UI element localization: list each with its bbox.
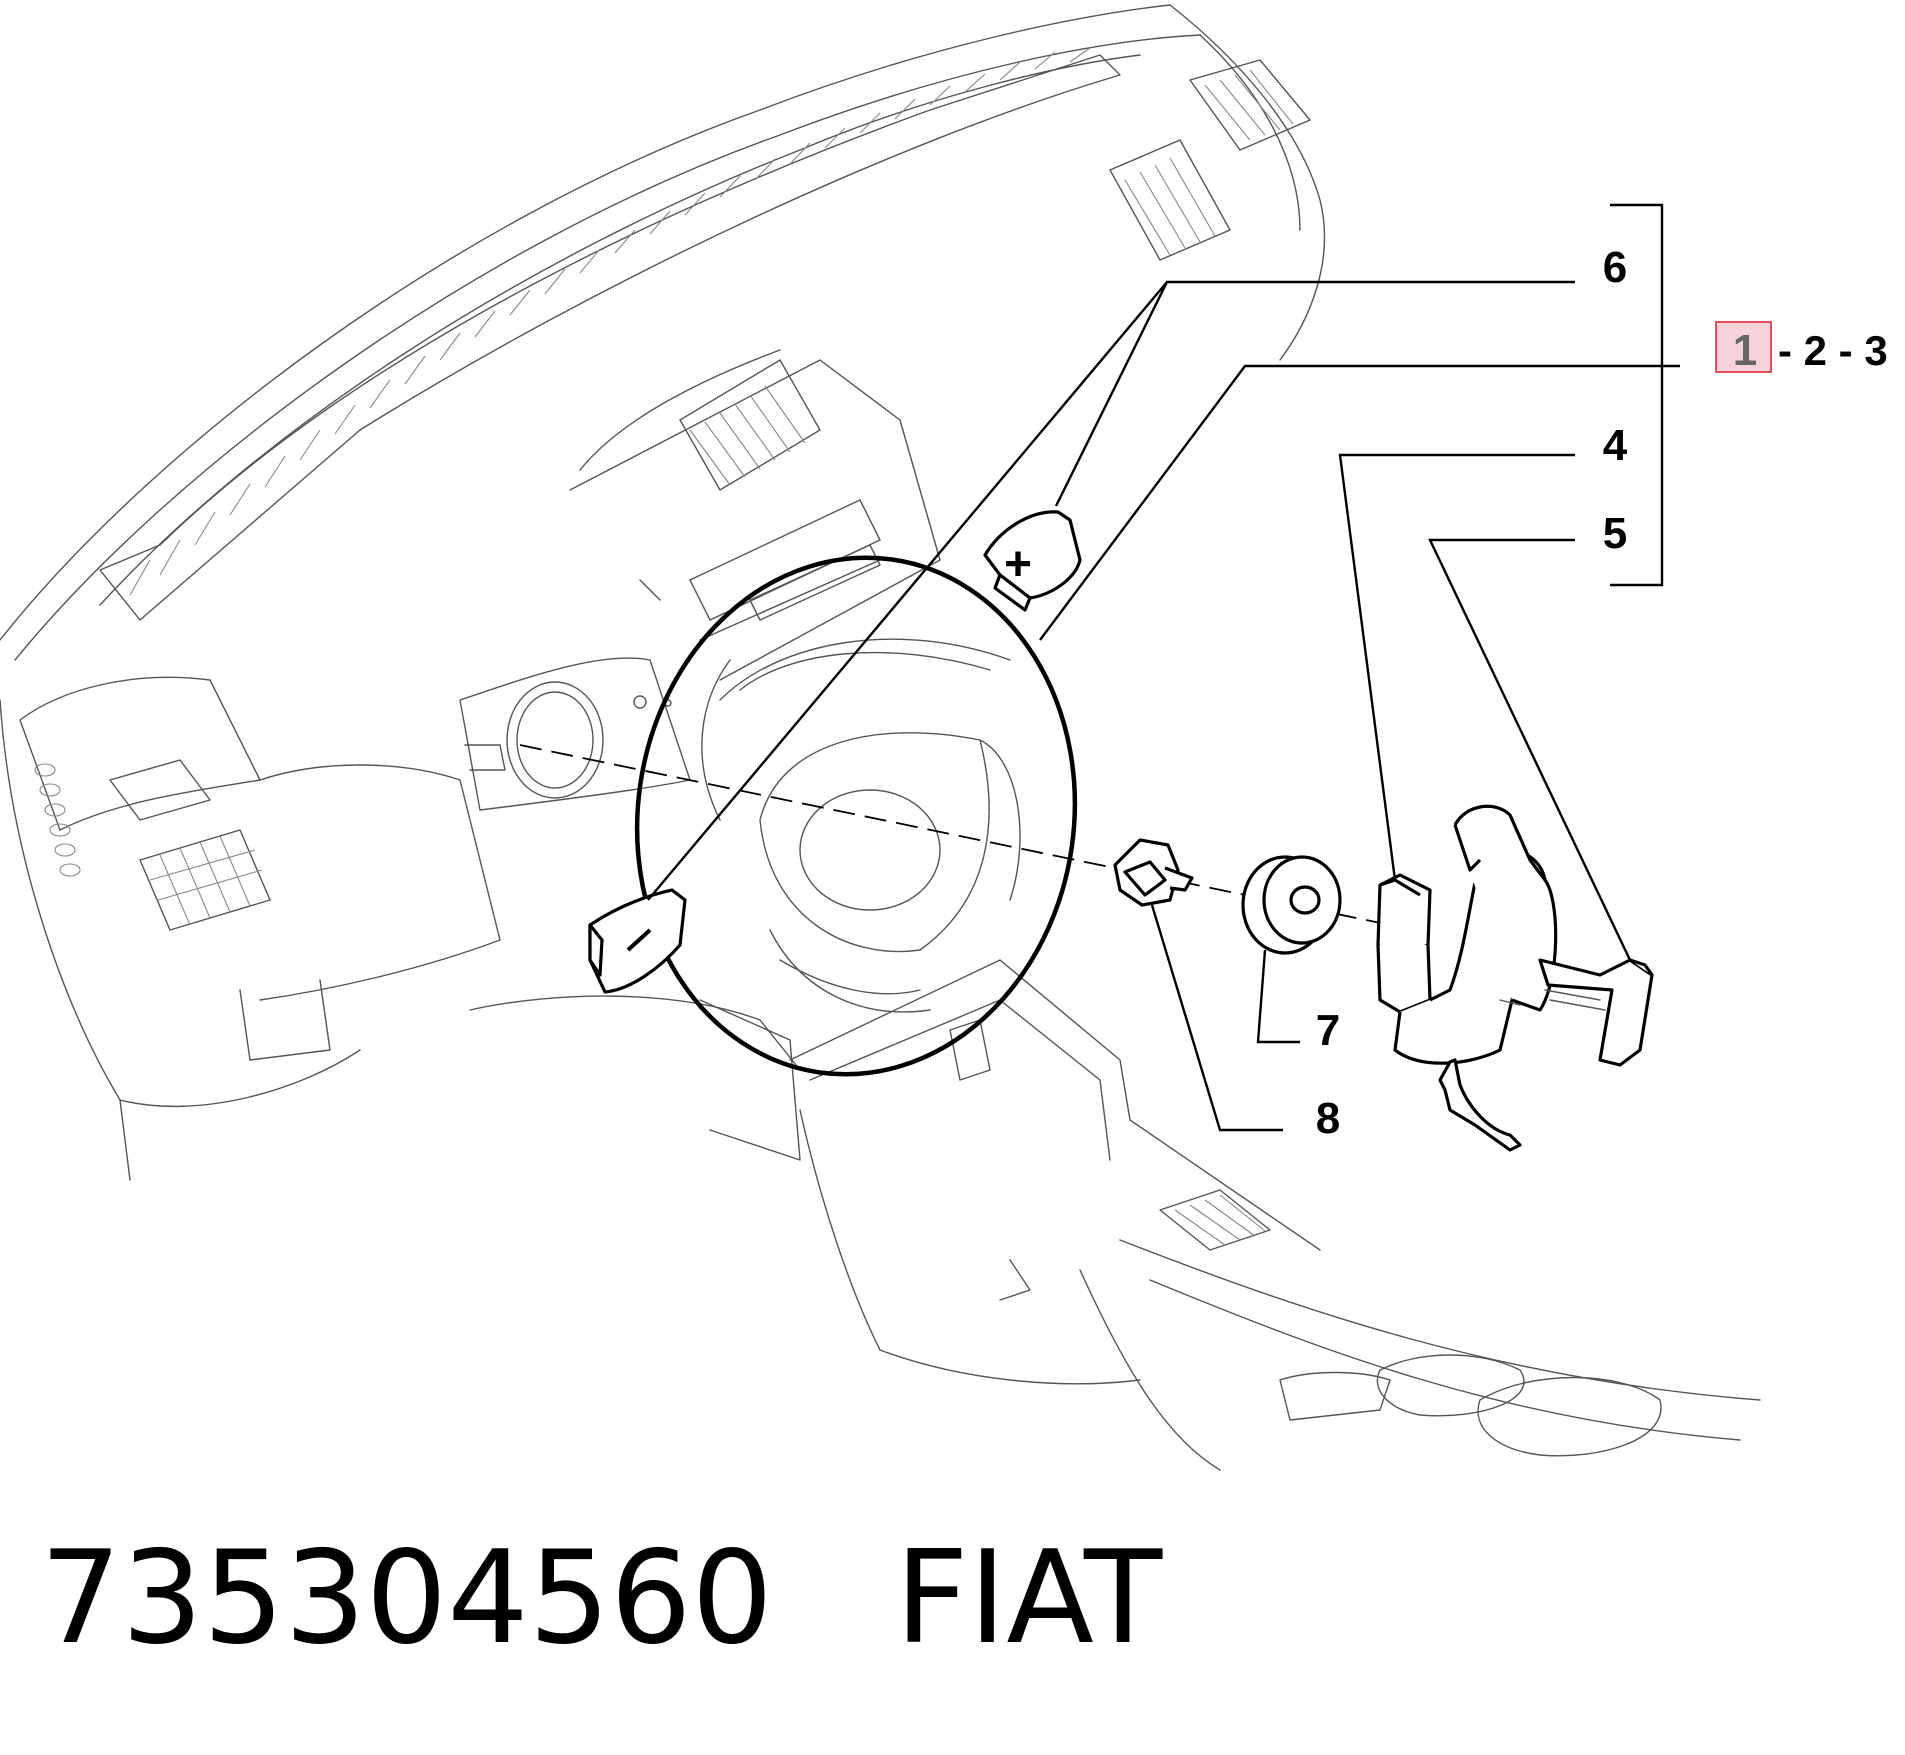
plus-symbol: + <box>1004 538 1032 591</box>
part-caption: 735304560 FIAT <box>40 1535 1162 1663</box>
part-4-5-flat-cable-assembly <box>1376 804 1654 1152</box>
dashboard-illustration <box>0 4 1761 1471</box>
callout-4: 4 <box>1603 421 1628 470</box>
paddle-minus <box>588 888 687 994</box>
brand-name: FIAT <box>895 1524 1163 1673</box>
part-8-nut <box>1113 838 1194 907</box>
paddle-plus: + <box>983 510 1082 612</box>
callout-6: 6 <box>1603 243 1627 292</box>
steering-wheel <box>634 555 1078 1077</box>
callout-1-highlight <box>1715 321 1772 373</box>
callout-2-3: - 2 - 3 <box>1778 327 1888 374</box>
part-7-washer <box>1241 855 1342 955</box>
callout-1: 1 <box>1733 326 1757 375</box>
callout-7: 7 <box>1316 1006 1340 1055</box>
callout-5: 5 <box>1603 509 1627 558</box>
callout-8: 8 <box>1316 1094 1340 1143</box>
part-number: 735304560 <box>40 1524 773 1673</box>
leader-lines <box>647 203 1680 1132</box>
